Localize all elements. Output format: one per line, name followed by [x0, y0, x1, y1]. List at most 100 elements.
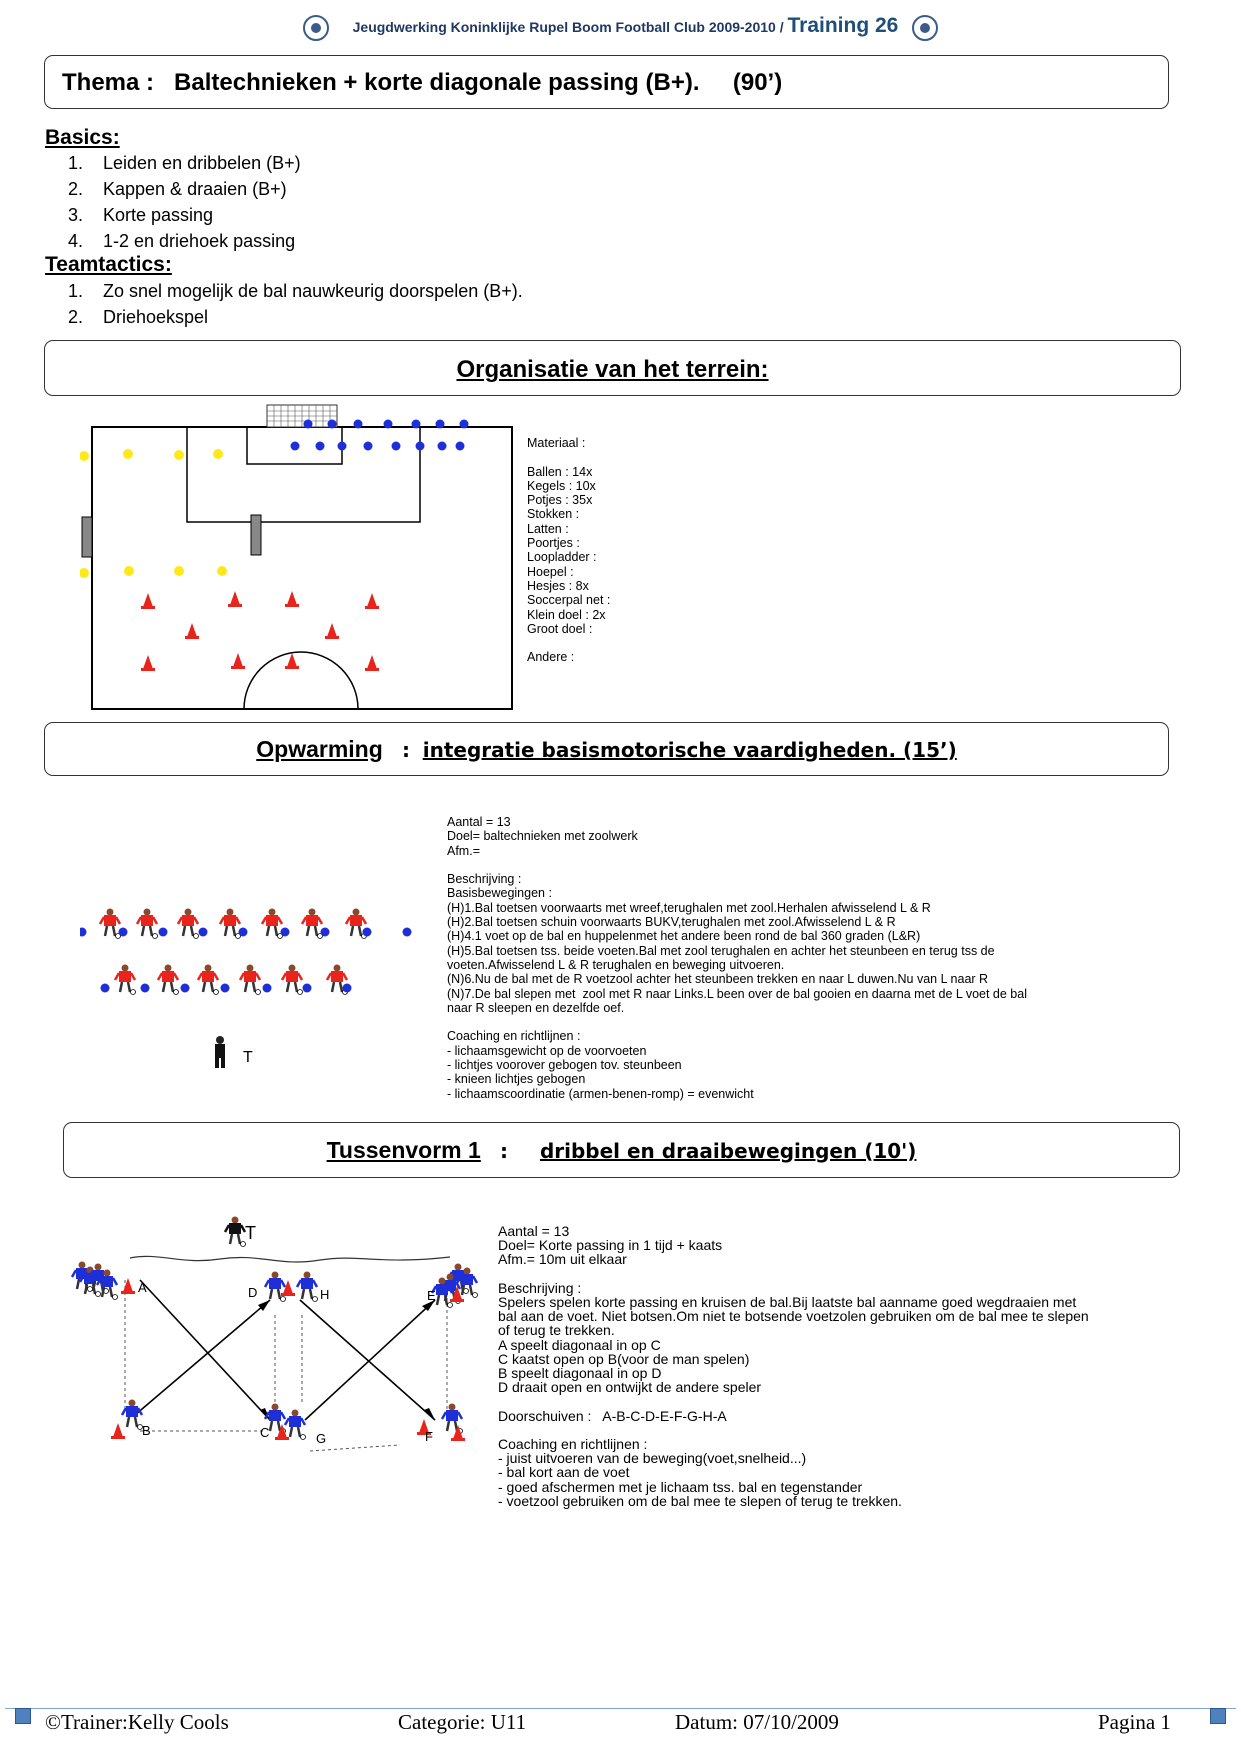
- list-text: Leiden en dribbelen (B+): [103, 153, 301, 173]
- red-player: [218, 908, 242, 939]
- svg-text:E: E: [427, 1288, 436, 1303]
- teamtactics-heading: Teamtactics:: [45, 253, 172, 276]
- small-goal-left: [81, 516, 93, 558]
- blue-marker: [411, 419, 421, 429]
- cone-marker: [367, 593, 377, 607]
- tussenvorm-description: Aantal = 13 Doel= Korte passing in 1 tij…: [498, 1223, 1089, 1509]
- organisatie-title: Organisatie van het terrein:: [456, 356, 769, 383]
- blue-marker: [280, 927, 290, 937]
- yellow-marker: [174, 450, 184, 460]
- blue-marker: [290, 441, 300, 451]
- trainer-label: T: [243, 1049, 253, 1066]
- terrain-diagram: [80, 404, 513, 710]
- red-player: [280, 964, 304, 995]
- red-player: [325, 964, 349, 995]
- opwarming-title-main: Opwarming: [256, 736, 383, 762]
- list-item: 2.Driehoekspel: [47, 304, 523, 330]
- red-player: [196, 964, 220, 995]
- trainer-player: [223, 1216, 247, 1247]
- blue-player: [430, 1277, 454, 1308]
- cone-marker: [327, 623, 337, 637]
- svg-text:A: A: [138, 1280, 147, 1295]
- cone-marker: [230, 591, 240, 605]
- red-player: [113, 964, 137, 995]
- footer-pagina: Pagina 1: [1098, 1710, 1171, 1734]
- blue-player: [95, 1269, 119, 1300]
- cone-marker: [287, 653, 297, 667]
- blue-marker: [455, 441, 465, 451]
- cone-base: [325, 636, 339, 639]
- blue-marker: [198, 927, 208, 937]
- blue-marker: [391, 441, 401, 451]
- list-text: Driehoekspel: [103, 307, 209, 327]
- yellow-marker: [80, 451, 89, 461]
- cone-base: [365, 606, 379, 609]
- list-text: 1-2 en driehoek passing: [103, 231, 296, 251]
- tussenvorm-title: Tussenvorm 1 : dribbel en draaibeweginge…: [64, 1137, 1179, 1164]
- svg-text:B: B: [142, 1423, 151, 1438]
- blue-marker: [327, 419, 337, 429]
- footer-square-icon: [1210, 1708, 1226, 1724]
- footer-square-icon: [15, 1708, 31, 1724]
- footer-rule: [5, 1708, 1236, 1709]
- list-number: 2.: [67, 179, 83, 199]
- tussenvorm-diagram: T A B C D E F G H: [70, 1216, 479, 1452]
- pass-arrows: [134, 1279, 436, 1421]
- teamtactics-list: 1.Zo snel mogelijk de bal nauwkeurig doo…: [47, 278, 523, 330]
- red-player: [176, 908, 200, 939]
- red-player: [300, 908, 324, 939]
- opwarming-diagram: T: [80, 908, 412, 1068]
- list-item: 3.Korte passing: [47, 202, 301, 228]
- blue-marker: [220, 983, 230, 993]
- svg-text:C: C: [260, 1425, 269, 1440]
- cone-marker: [143, 593, 153, 607]
- blue-marker: [320, 927, 330, 937]
- cone-marker: [143, 655, 153, 669]
- page-header: Jeugdwerking Koninklijke Rupel Boom Foot…: [0, 14, 1241, 42]
- thema-title: Thema : Baltechnieken + korte diagonale …: [62, 69, 782, 97]
- basics-heading: Basics:: [45, 126, 120, 149]
- cone-marker: [283, 1280, 293, 1294]
- cone-base: [285, 666, 299, 669]
- svg-text:G: G: [316, 1431, 326, 1446]
- thema-box: Thema : Baltechnieken + korte diagonale …: [44, 55, 1169, 109]
- opwarming-title: Opwarming : integratie basismotorische v…: [45, 736, 1168, 763]
- red-player: [260, 908, 284, 939]
- thema-duration: (90’): [732, 69, 783, 96]
- red-player: [156, 964, 180, 995]
- cone-marker: [287, 591, 297, 605]
- list-number: 1.: [67, 153, 83, 173]
- list-item: 1. Leiden en dribbelen (B+): [47, 150, 301, 176]
- footer-datum: Datum: 07/10/2009: [675, 1710, 839, 1734]
- blue-marker: [315, 441, 325, 451]
- cone-marker: [453, 1425, 463, 1439]
- materiaal-list: Materiaal : Ballen : 14x Kegels : 10x Po…: [527, 436, 611, 665]
- opwarming-description: Aantal = 13 Doel= baltechnieken met zool…: [447, 815, 1027, 1101]
- red-player: [238, 964, 262, 995]
- blue-marker: [435, 419, 445, 429]
- blue-player: [120, 1399, 144, 1430]
- cone-base: [451, 1438, 465, 1441]
- penalty-area: [186, 427, 421, 523]
- cone-marker: [233, 653, 243, 667]
- opwarming-box: Opwarming : integratie basismotorische v…: [44, 722, 1169, 776]
- blue-marker: [118, 927, 128, 937]
- club-logo-icon: [912, 15, 939, 42]
- blue-marker: [140, 983, 150, 993]
- list-text: Kappen & draaien (B+): [103, 179, 287, 199]
- cone-base: [121, 1291, 135, 1294]
- cone-marker: [452, 1286, 462, 1300]
- cone-base: [141, 668, 155, 671]
- top-line: [129, 1255, 451, 1263]
- cone-marker: [113, 1423, 123, 1437]
- list-text: Korte passing: [103, 205, 214, 225]
- list-text: Zo snel mogelijk de bal nauwkeurig doors…: [103, 281, 523, 301]
- cone-base: [285, 604, 299, 607]
- cone-marker: [277, 1424, 287, 1438]
- thema-text: Baltechnieken + korte diagonale passing …: [174, 69, 700, 96]
- cone-base: [231, 666, 245, 669]
- cone-base: [417, 1432, 431, 1435]
- tussenvorm-title-sep: :: [499, 1139, 508, 1163]
- club-logo-icon: [302, 15, 329, 42]
- header-training: Training 26: [787, 14, 899, 37]
